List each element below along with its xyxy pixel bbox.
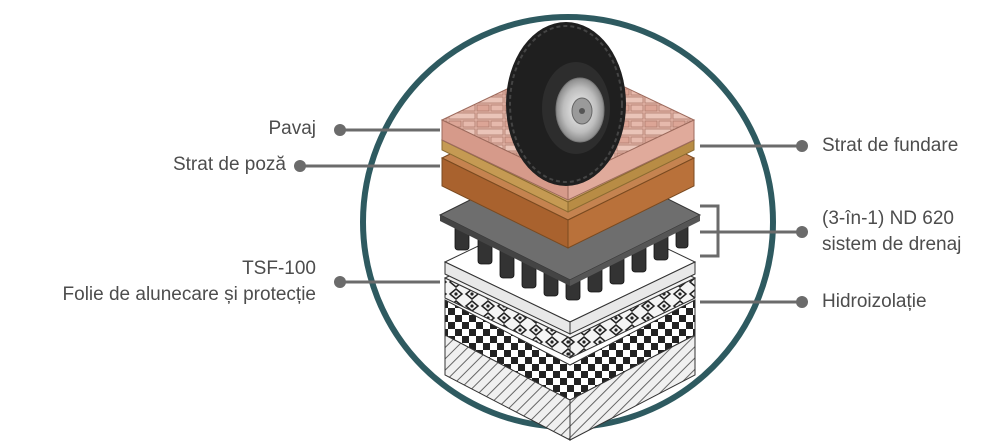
tire-icon: [506, 22, 626, 186]
label-strat-de-fundare: Strat de fundare: [822, 135, 959, 156]
waterproofing-block: [444, 299, 696, 441]
label-tsf-line2: Folie de alunecare și protecție: [62, 284, 316, 305]
label-strat-de-poza: Strat de poză: [172, 154, 286, 175]
label-tsf-line1: TSF-100: [242, 258, 316, 279]
label-nd620-line2: sistem de drenaj: [822, 234, 962, 255]
label-hidroizolatie: Hidroizolație: [822, 291, 927, 312]
leader-lines: [294, 124, 808, 308]
label-nd620-line1: (3-în-1) ND 620: [822, 208, 954, 229]
label-pavaj: Pavaj: [268, 118, 316, 139]
